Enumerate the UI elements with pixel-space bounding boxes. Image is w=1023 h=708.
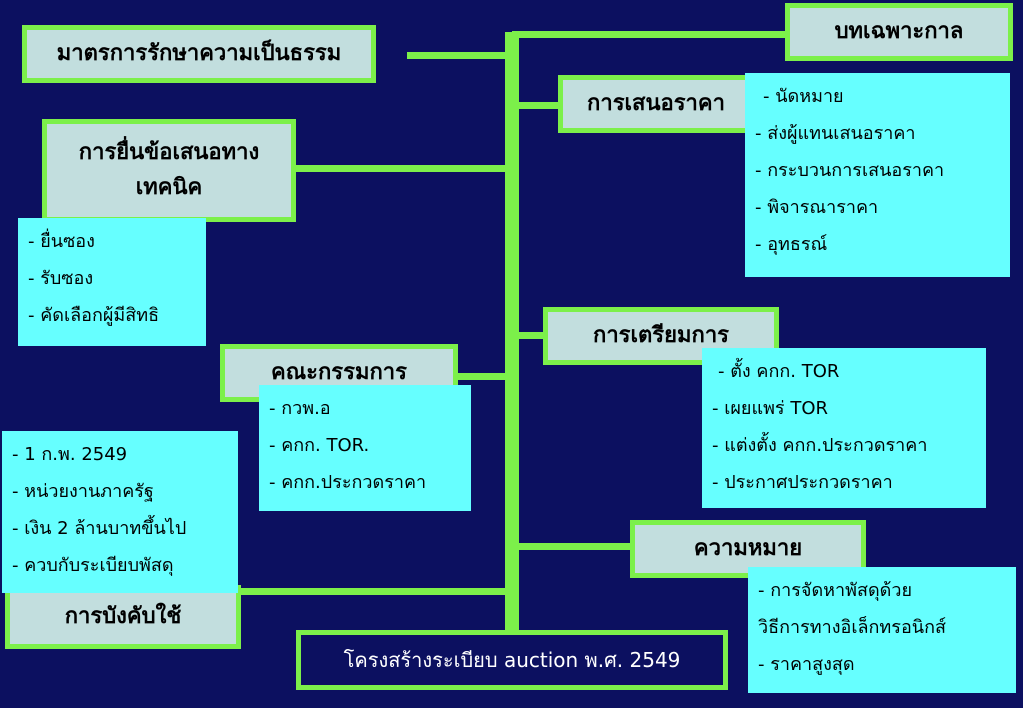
committee-items: - กวพ.อ - คกก. TOR. - คกก.ประกวดราคา — [259, 385, 471, 511]
meaning-item: วิธีการทางอิเล็กทรอนิกส์ — [758, 616, 946, 638]
preparation-items: - ตั้ง คกก. TOR - เผยแพร่ TOR - แต่งตั้ง… — [702, 348, 986, 508]
meaning-item: - ราคาสูงสุด — [758, 653, 855, 675]
technical-items: - ยื่นซอง - รับซอง - คัดเลือกผู้มีสิทธิ — [18, 218, 206, 346]
technical-item: - คัดเลือกผู้มีสิทธิ — [28, 304, 160, 326]
enforcement-item: - หน่วยงานภาครัฐ — [12, 480, 154, 502]
node-fairness-label: มาตรการรักษาความเป็นธรรม — [56, 40, 342, 66]
enforcement-item: - ควบกับระเบียบพัสดุ — [12, 554, 174, 576]
node-preparation-label: การเตรียมการ — [593, 322, 729, 348]
node-bidding: การเสนอราคา — [558, 75, 754, 133]
meaning-items: - การจัดหาพัสดุด้วย วิธีการทางอิเล็กทรอน… — [748, 567, 1016, 693]
meaning-item: - การจัดหาพัสดุด้วย — [758, 579, 912, 601]
preparation-item: - ประกาศประกวดราคา — [712, 471, 893, 493]
committee-item: - คกก.ประกวดราคา — [269, 471, 427, 493]
preparation-item: - เผยแพร่ TOR — [712, 397, 828, 419]
connector-transitional — [512, 31, 792, 38]
preparation-item: - แต่งตั้ง คกก.ประกวดราคา — [712, 434, 928, 456]
enforcement-item: - เงิน 2 ล้านบาทขึ้นไป — [12, 517, 187, 539]
node-meaning-label: ความหมาย — [693, 535, 803, 561]
node-transitional-label: บทเฉพาะกาล — [834, 18, 964, 44]
enforcement-item: - 1 ก.พ. 2549 — [12, 443, 128, 465]
connector-committee — [453, 373, 508, 380]
node-technical: การยื่นข้อเสนอทาง เทคนิค — [42, 119, 296, 222]
connector-meaning — [512, 543, 634, 550]
node-technical-label-line1: การยื่นข้อเสนอทาง — [78, 140, 260, 166]
connector-preparation — [512, 332, 547, 339]
connector-fairness — [407, 52, 507, 59]
node-bidding-label: การเสนอราคา — [587, 90, 725, 116]
diagram-title-box: โครงสร้างระเบียบ auction พ.ศ. 2549 — [296, 630, 728, 690]
connector-bidding — [512, 102, 562, 109]
connector-enforcement — [236, 588, 508, 595]
connector-technical — [292, 165, 508, 172]
node-technical-label-line2: เทคนิค — [135, 174, 203, 200]
preparation-item: - ตั้ง คกก. TOR — [718, 360, 840, 382]
bidding-item: - พิจารณาราคา — [755, 196, 879, 218]
node-enforcement: การบังคับใช้ — [5, 585, 241, 649]
bidding-item: - นัดหมาย — [763, 85, 844, 107]
node-transitional: บทเฉพาะกาล — [785, 3, 1013, 61]
committee-item: - กวพ.อ — [269, 397, 331, 419]
committee-item: - คกก. TOR. — [269, 434, 370, 456]
diagram-title: โครงสร้างระเบียบ auction พ.ศ. 2549 — [343, 648, 681, 672]
bidding-items: - นัดหมาย - ส่งผู้แทนเสนอราคา - กระบวนกา… — [745, 73, 1010, 277]
technical-item: - รับซอง — [28, 267, 94, 289]
bidding-item: - กระบวนการเสนอราคา — [755, 159, 945, 181]
bidding-item: - ส่งผู้แทนเสนอราคา — [755, 122, 916, 144]
node-fairness: มาตรการรักษาความเป็นธรรม — [22, 25, 376, 83]
enforcement-items: - 1 ก.พ. 2549 - หน่วยงานภาครัฐ - เงิน 2 … — [2, 431, 238, 593]
bidding-item: - อุทธรณ์ — [755, 233, 828, 255]
node-committee-label: คณะกรรมการ — [271, 359, 407, 385]
technical-item: - ยื่นซอง — [28, 230, 95, 252]
node-enforcement-label: การบังคับใช้ — [64, 603, 182, 629]
